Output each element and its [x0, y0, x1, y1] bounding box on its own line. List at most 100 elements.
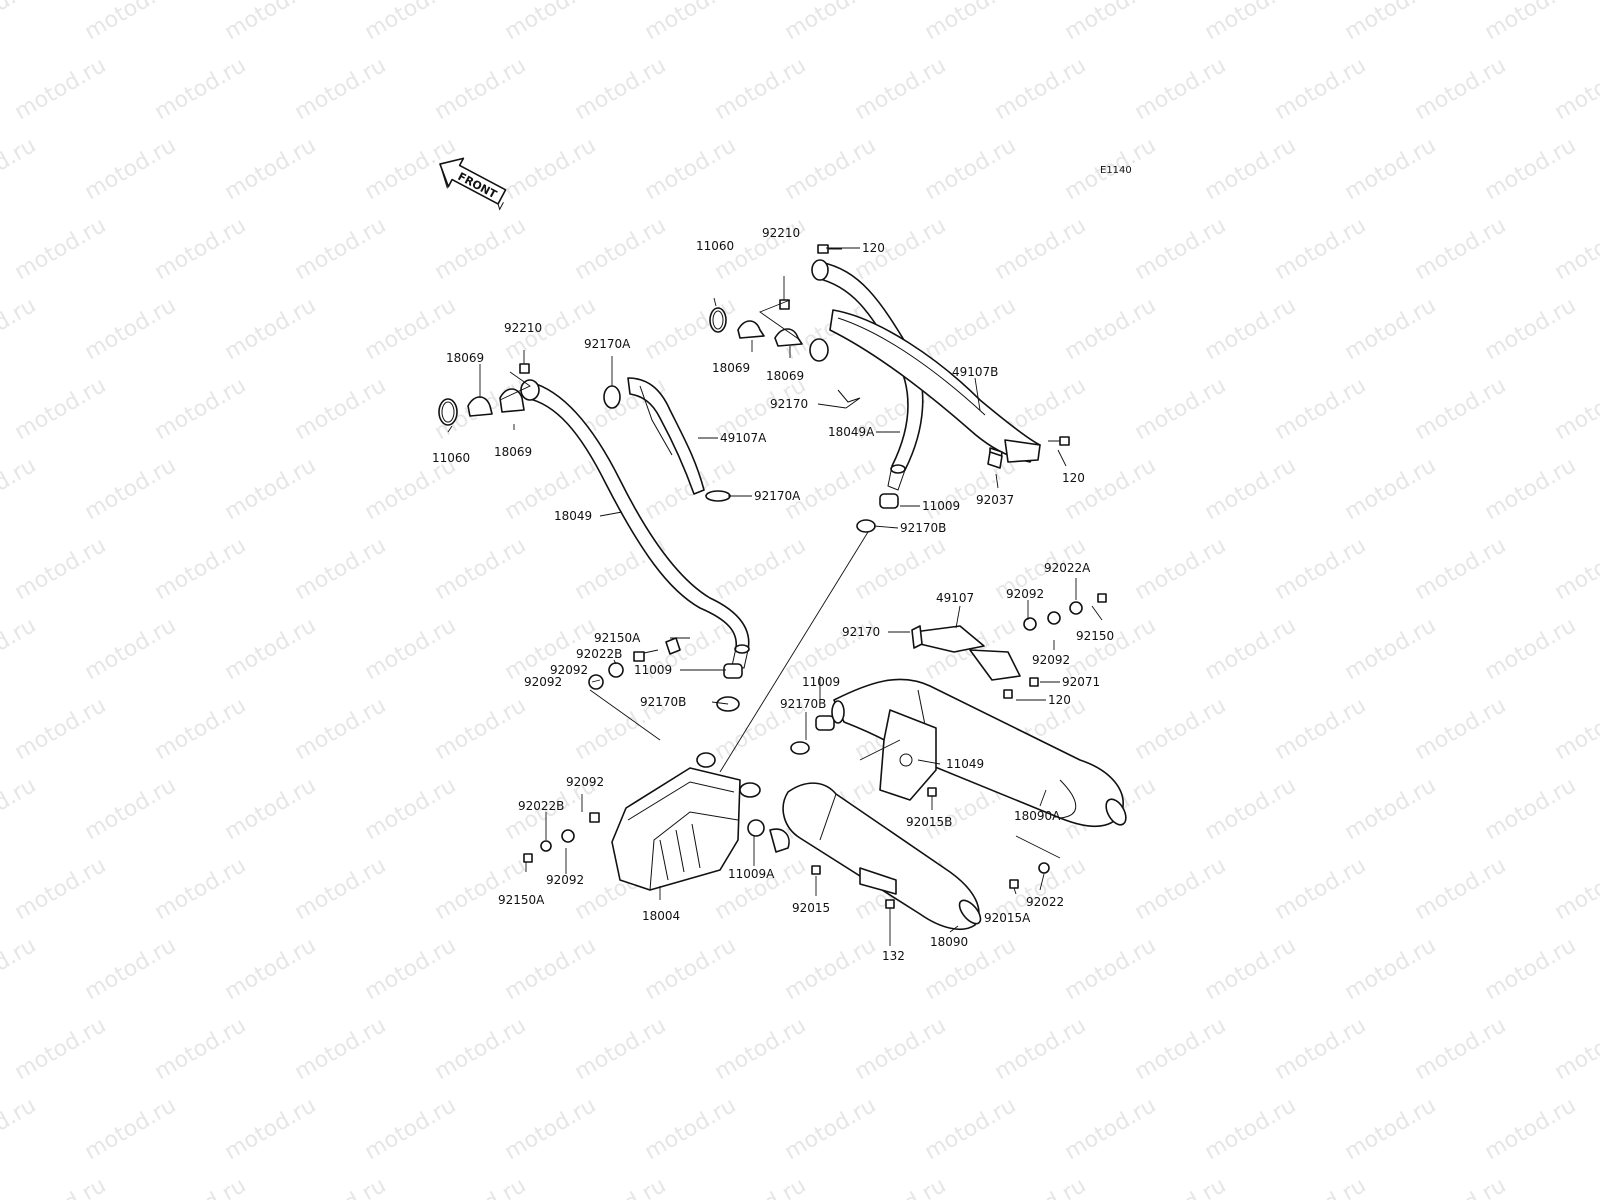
rear-header-pipe: [520, 379, 750, 669]
watermark-text: motod.ru: [1411, 1013, 1511, 1085]
part-label: 92210: [762, 226, 800, 240]
watermark-text: motod.ru: [221, 613, 321, 685]
watermark-text: motod.ru: [11, 213, 111, 285]
watermark-text: motod.ru: [1201, 1093, 1301, 1165]
part-label: 49107: [936, 591, 974, 605]
watermark-text: motod.ru: [1341, 133, 1441, 205]
part-label: 92092: [546, 873, 584, 887]
watermark-text: motod.ru: [921, 293, 1021, 365]
watermark-text: motod.ru: [1131, 53, 1231, 125]
watermark-text: motod.ru: [151, 853, 251, 925]
watermark-text: motod.ru: [1481, 773, 1581, 845]
part-label: 92150A: [498, 893, 545, 907]
small-nuts-bottom: [811, 787, 1050, 909]
watermark-text: motod.ru: [1061, 0, 1161, 45]
top-bolt-120: [817, 244, 842, 254]
watermark-text: motod.ru: [151, 1173, 251, 1200]
watermark-text: motod.ru: [851, 1013, 951, 1085]
watermark-text: motod.ru: [291, 53, 391, 125]
watermark-text: motod.ru: [1271, 1173, 1371, 1200]
part-label: 18090: [930, 935, 968, 949]
left-mount-hardware: [523, 637, 681, 863]
watermark-text: motod.ru: [1411, 853, 1511, 925]
watermark-text: motod.ru: [1551, 853, 1600, 925]
watermark-text: motod.ru: [501, 933, 601, 1005]
left-clamp-parts: [438, 363, 530, 426]
part-label: 92170B: [640, 695, 686, 709]
watermark-text: motod.ru: [501, 133, 601, 205]
watermark-text: motod.ru: [221, 933, 321, 1005]
watermark-text: motod.ru: [991, 1013, 1091, 1085]
watermark-text: motod.ru: [1481, 133, 1581, 205]
part-label: 92170: [842, 625, 880, 639]
watermark-text: motod.ru: [1551, 53, 1600, 125]
part-label: 92170B: [780, 697, 826, 711]
watermark-text: motod.ru: [991, 213, 1091, 285]
watermark-text: motod.ru: [1131, 533, 1231, 605]
part-label: 11009: [634, 663, 672, 677]
watermark-text: motod.ru: [1271, 53, 1371, 125]
watermark-text: motod.ru: [1411, 1173, 1511, 1200]
part-labels: 92210 11060 120 18069 18069 92170 49107B…: [432, 226, 1114, 963]
part-label: 92170: [770, 397, 808, 411]
watermark-text: motod.ru: [11, 693, 111, 765]
part-label: 92015: [792, 901, 830, 915]
watermark-text: motod.ru: [1201, 773, 1301, 845]
watermark-text: motod.ru: [291, 213, 391, 285]
watermark-text: motod.ru: [151, 693, 251, 765]
watermark-text: motod.ru: [641, 1093, 741, 1165]
watermark-text: motod.ru: [1411, 693, 1511, 765]
watermark-text: motod.ru: [431, 213, 531, 285]
part-label: 18069: [766, 369, 804, 383]
watermark-text: motod.ru: [151, 533, 251, 605]
watermark-text: motod.ru: [1201, 293, 1301, 365]
watermark-text: motod.ru: [1061, 933, 1161, 1005]
watermark-text: motod.ru: [1551, 533, 1600, 605]
watermark-text: motod.ru: [1481, 293, 1581, 365]
watermark-text: motod.ru: [221, 453, 321, 525]
watermark-text: motod.ru: [11, 1013, 111, 1085]
watermark-text: motod.ru: [431, 1013, 531, 1085]
watermark-text: motod.ru: [851, 53, 951, 125]
watermark-text: motod.ru: [0, 0, 40, 45]
part-label: 92037: [976, 493, 1014, 507]
watermark-text: motod.ru: [781, 0, 881, 45]
watermark-text: motod.ru: [431, 1173, 531, 1200]
watermark-text: motod.ru: [1411, 533, 1511, 605]
watermark-text: motod.ru: [81, 453, 181, 525]
watermark-text: motod.ru: [151, 213, 251, 285]
watermark-text: motod.ru: [0, 1093, 40, 1165]
part-label: 92092: [1032, 653, 1070, 667]
watermark-text: motod.ru: [81, 1093, 181, 1165]
watermark-text: motod.ru: [431, 693, 531, 765]
part-label: 120: [1062, 471, 1085, 485]
watermark-text: motod.ru: [151, 373, 251, 445]
watermark-text: motod.ru: [11, 853, 111, 925]
watermark-text: motod.ru: [291, 853, 391, 925]
part-label: 92170A: [754, 489, 801, 503]
watermark-text: motod.ru: [81, 293, 181, 365]
watermark-text: motod.ru: [1061, 293, 1161, 365]
watermark-text: motod.ru: [291, 533, 391, 605]
watermark-text: motod.ru: [1551, 373, 1600, 445]
watermark-text: motod.ru: [1131, 1013, 1231, 1085]
watermark-text: motod.ru: [921, 133, 1021, 205]
watermark-text: motod.ru: [1481, 1093, 1581, 1165]
watermark-text: motod.ru: [851, 1173, 951, 1200]
watermark-text: motod.ru: [291, 693, 391, 765]
part-label: 92022B: [518, 799, 564, 813]
right-bracket-92037: [987, 436, 1070, 469]
watermark-text: motod.ru: [571, 213, 671, 285]
watermark-text: motod.ru: [0, 773, 40, 845]
watermark-text: motod.ru: [501, 1093, 601, 1165]
watermark-text: motod.ru: [361, 613, 461, 685]
watermark-text: motod.ru: [221, 1093, 321, 1165]
watermark-text: motod.ru: [1341, 933, 1441, 1005]
watermark-text: motod.ru: [921, 453, 1021, 525]
watermark-text: motod.ru: [431, 53, 531, 125]
watermark-text: motod.ru: [641, 133, 741, 205]
watermark-text: motod.ru: [1341, 613, 1441, 685]
watermark-text: motod.ru: [641, 933, 741, 1005]
watermark-text: motod.ru: [0, 453, 40, 525]
